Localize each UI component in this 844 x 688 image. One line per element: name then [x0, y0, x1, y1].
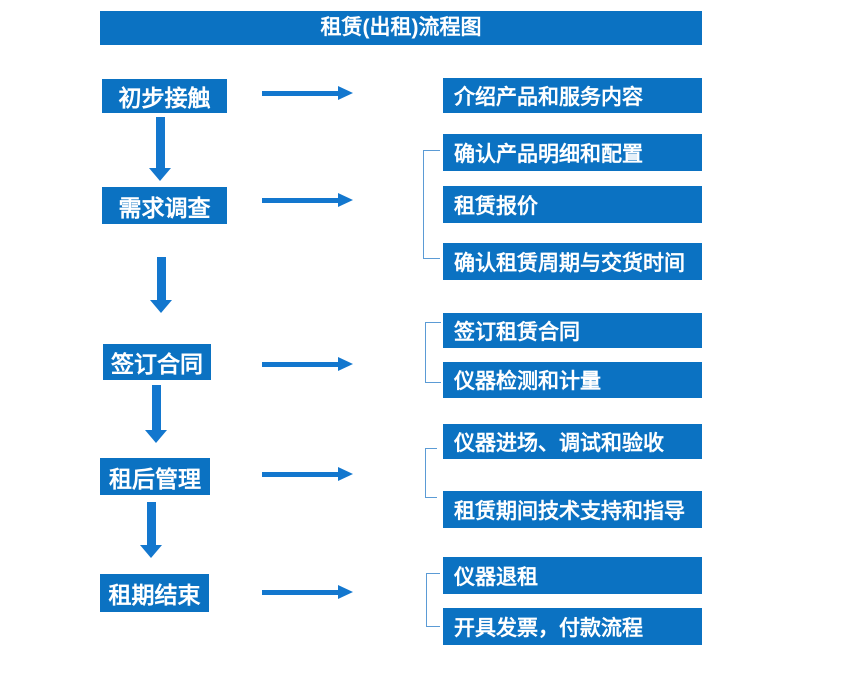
arrow-head [150, 300, 172, 313]
arrow-shaft [156, 257, 166, 300]
arrow-right-icon [262, 86, 353, 100]
arrow-down-icon [149, 117, 171, 181]
detail-box-confirm-product-details: 确认产品明细和配置 [443, 134, 702, 171]
arrow-head [145, 430, 167, 443]
detail-box-technical-support: 租赁期间技术支持和指导 [443, 491, 702, 528]
arrow-head [149, 168, 171, 181]
arrow-head [338, 86, 353, 100]
detail-box-sign-rental-contract: 签订租赁合同 [443, 313, 702, 348]
arrow-shaft [262, 198, 339, 203]
step-box-initial-contact: 初步接触 [102, 79, 227, 113]
arrow-right-icon [262, 467, 353, 481]
detail-box-confirm-rental-period: 确认租赁周期与交货时间 [443, 243, 702, 280]
arrow-right-icon [262, 357, 353, 371]
arrow-down-icon [140, 502, 162, 558]
step-box-post-rental-management: 租后管理 [100, 458, 210, 495]
arrow-right-icon [262, 193, 353, 207]
arrow-shaft [151, 385, 161, 430]
step-box-sign-contract: 签订合同 [103, 344, 211, 380]
arrow-head [338, 467, 353, 481]
flowchart-title: 租赁(出租)流程图 [100, 11, 702, 45]
arrow-head [140, 545, 162, 558]
arrow-shaft [262, 91, 339, 96]
arrow-shaft [262, 472, 339, 477]
detail-box-rental-quotation: 租赁报价 [443, 186, 702, 223]
bracket-connector [423, 150, 440, 259]
detail-box-instrument-return: 仪器退租 [443, 557, 702, 594]
arrow-right-icon [262, 585, 353, 599]
detail-box-instrument-inspection: 仪器检测和计量 [443, 362, 702, 398]
arrow-down-icon [150, 257, 172, 313]
step-box-rental-end: 租期结束 [100, 574, 209, 612]
arrow-shaft [262, 362, 339, 367]
arrow-shaft [146, 502, 156, 545]
arrow-shaft [155, 117, 165, 168]
detail-box-introduce-products: 介绍产品和服务内容 [443, 78, 702, 113]
arrow-head [338, 357, 353, 371]
arrow-head [338, 585, 353, 599]
arrow-shaft [262, 590, 339, 595]
bracket-connector [426, 573, 440, 627]
bracket-connector [425, 322, 441, 383]
step-box-demand-survey: 需求调查 [102, 187, 227, 224]
arrow-down-icon [145, 385, 167, 443]
detail-box-instrument-setup-acceptance: 仪器进场、调试和验收 [443, 424, 702, 459]
detail-box-invoice-payment: 开具发票，付款流程 [443, 608, 702, 645]
arrow-head [338, 193, 353, 207]
bracket-connector [425, 448, 437, 498]
